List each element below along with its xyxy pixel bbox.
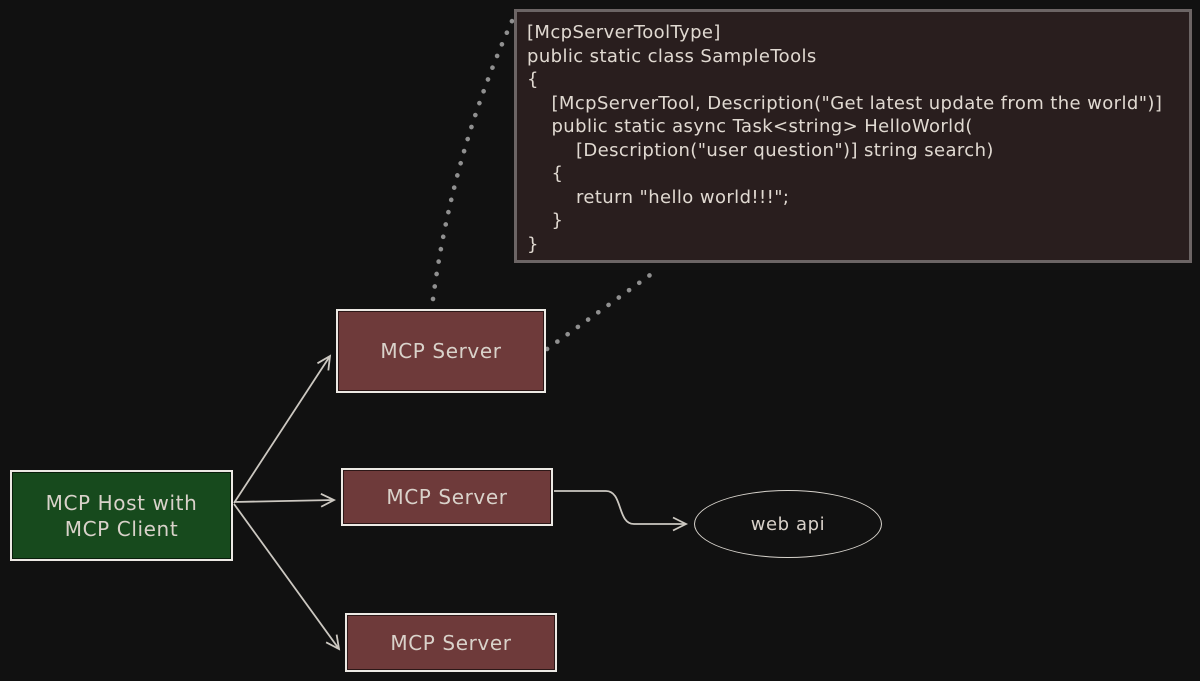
node-web-api: web api	[694, 490, 882, 558]
code-line: return "hello world!!!";	[527, 186, 790, 208]
code-line: public static class SampleTools	[527, 45, 817, 67]
code-line: public static async Task<string> HelloWo…	[527, 116, 973, 137]
code-line: [McpServerToolType]	[527, 22, 721, 43]
arrow-server-to-webapi	[554, 490, 689, 532]
code-panel: [McpServerToolType] public static class …	[514, 9, 1192, 263]
arrow-host-to-server-middle	[233, 492, 337, 508]
code-line: [McpServerTool, Description("Get latest …	[527, 92, 1163, 114]
node-mcp-server-top: MCP Server	[336, 309, 546, 393]
node-mcp-server-bottom-label: MCP Server	[390, 630, 512, 655]
arrow-host-to-server-bottom	[233, 503, 341, 651]
node-mcp-server-middle: MCP Server	[341, 468, 553, 526]
node-mcp-host: MCP Host with MCP Client	[10, 470, 233, 561]
node-mcp-host-label-line2: MCP Client	[64, 516, 179, 541]
dotted-line-server-to-code-bottom	[544, 267, 660, 352]
code-line: }	[527, 210, 564, 231]
code-line: {	[527, 163, 564, 184]
code-line: }	[527, 233, 539, 255]
node-mcp-host-label-line1: MCP Host with	[45, 490, 198, 515]
code-line: {	[527, 69, 539, 90]
node-web-api-label: web api	[750, 513, 826, 535]
dotted-line-server-to-code-left	[430, 18, 515, 302]
node-mcp-server-middle-label: MCP Server	[386, 485, 508, 509]
code-line: [Description("user question")] string se…	[527, 139, 994, 161]
node-mcp-server-top-label: MCP Server	[380, 339, 502, 363]
arrow-host-to-server-top	[233, 354, 332, 504]
node-mcp-server-bottom: MCP Server	[345, 613, 557, 672]
